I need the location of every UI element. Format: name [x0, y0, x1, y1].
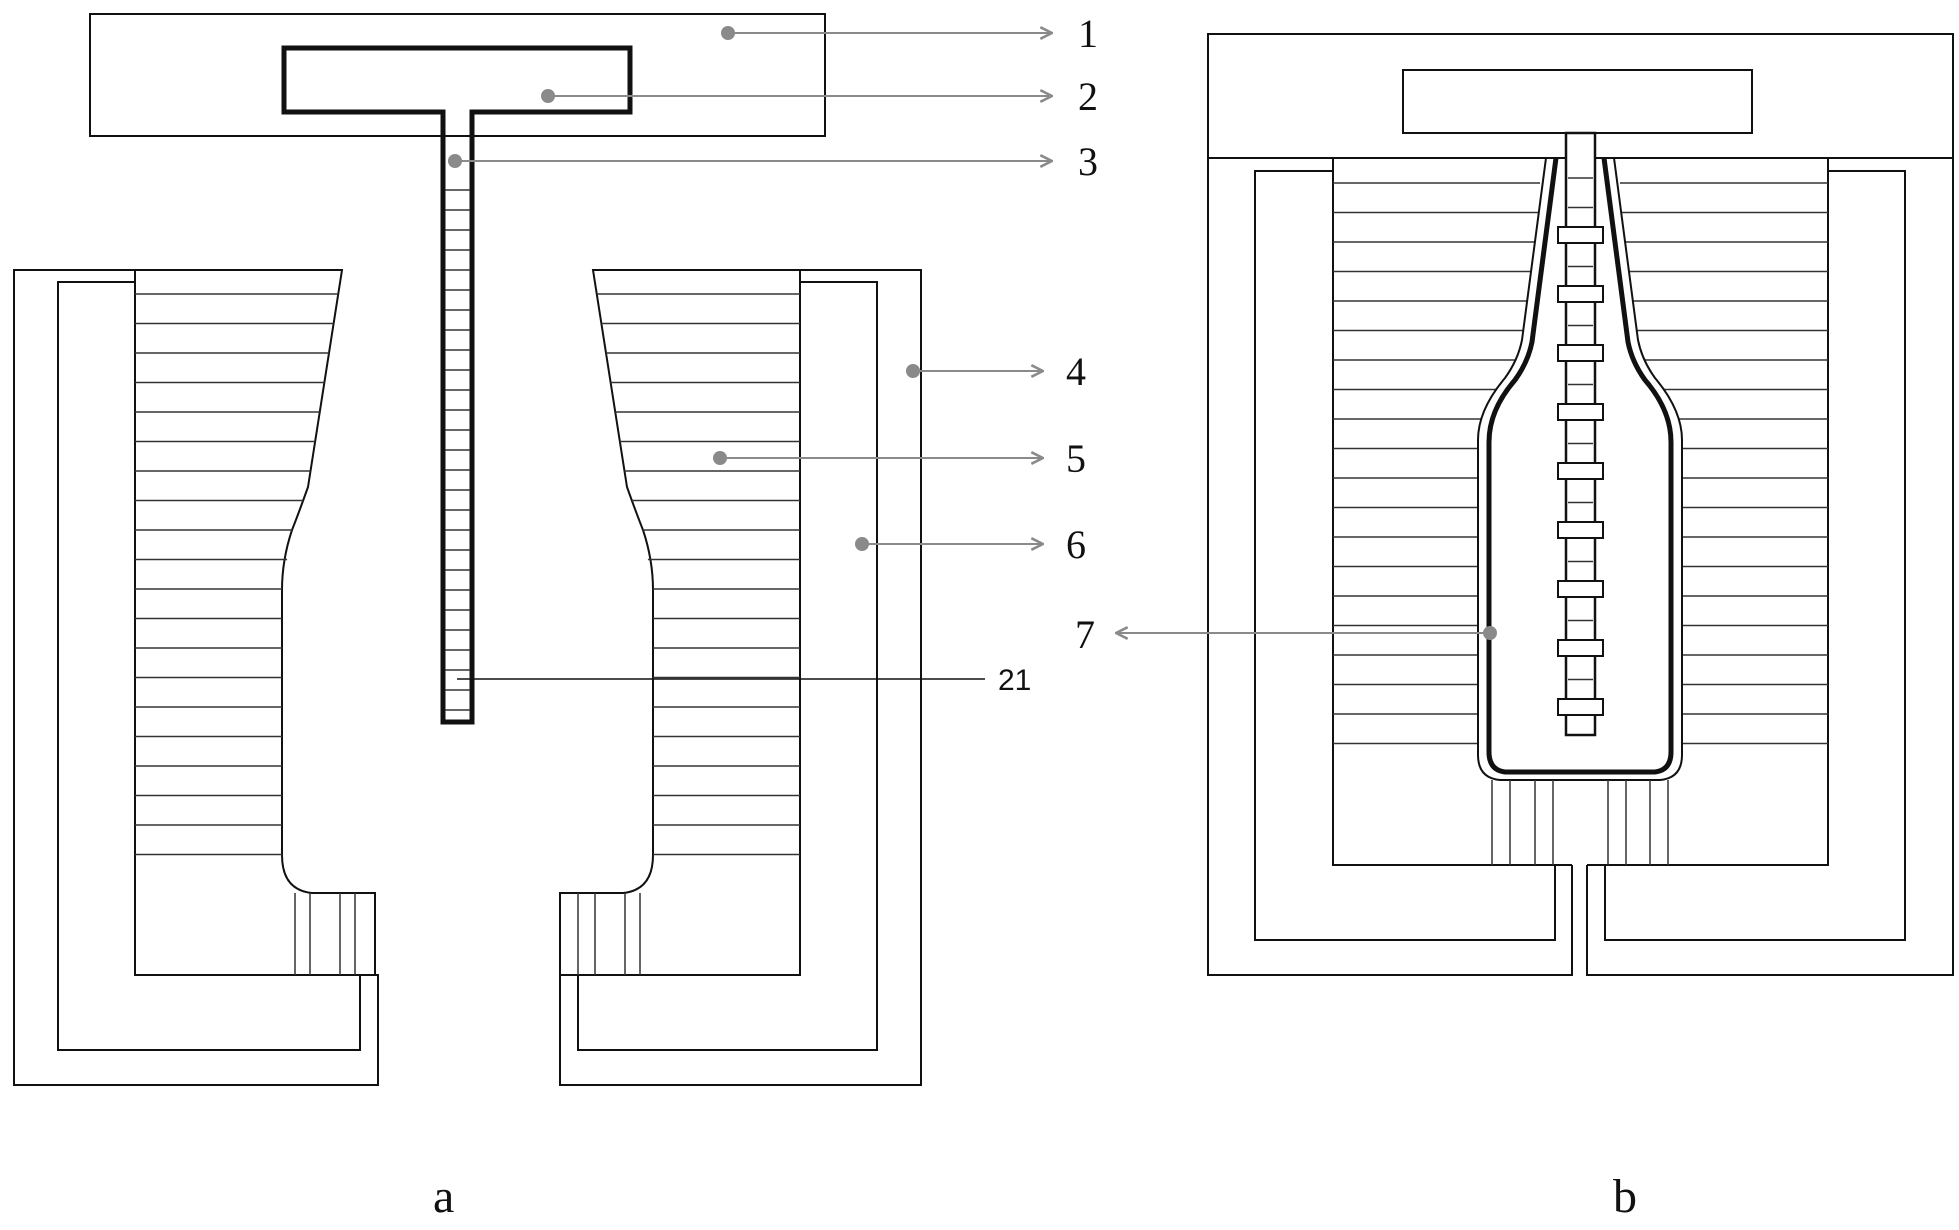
left-mold-half: [13, 269, 379, 1086]
left-inner-jacket-b: [1254, 170, 1556, 941]
right-inner-jacket-b: [1604, 170, 1906, 941]
callout-7: 7: [1075, 612, 1095, 657]
stem-segments: [445, 189, 470, 711]
left-vents: [294, 893, 356, 975]
labels-a: 1 2 3 4 5 6 21: [998, 11, 1098, 697]
left-cooling-fins: [135, 293, 339, 856]
right-inner-jacket: [577, 281, 878, 1051]
caption-b: b: [1613, 1170, 1637, 1223]
callout-2: 2: [1078, 74, 1098, 119]
panel-b: 7 b: [1075, 33, 1954, 1223]
stem-b-nub: [1557, 285, 1604, 303]
right-mold-half: [559, 269, 922, 1086]
caption-a: a: [433, 1170, 454, 1223]
stem-b-nub: [1557, 226, 1604, 244]
stem-b-nub: [1557, 521, 1604, 539]
callout-4: 4: [1066, 349, 1086, 394]
callout-3: 3: [1078, 139, 1098, 184]
right-cooling-fins: [596, 293, 800, 856]
panel-a: 1 2 3 4 5 6 21 a: [13, 11, 1098, 1223]
right-cavity-block: [559, 269, 801, 976]
leaders-a: [448, 26, 1052, 680]
callout-5: 5: [1066, 436, 1086, 481]
bottle-inner-wall: [1486, 157, 1674, 775]
stem-b-nub: [1557, 698, 1604, 716]
stem-b-nub: [1557, 639, 1604, 657]
callout-21: 21: [998, 664, 1031, 697]
t-mandrel: [281, 45, 633, 725]
callout-6: 6: [1066, 522, 1086, 567]
stem-b-nub: [1557, 403, 1604, 421]
callout-1: 1: [1078, 11, 1098, 56]
left-inner-jacket: [57, 281, 361, 1051]
stem-b-nub: [1557, 344, 1604, 362]
right-vents: [577, 893, 641, 975]
stem-b-nub: [1557, 462, 1604, 480]
left-cavity-block: [134, 269, 376, 976]
stem-b-nub: [1557, 580, 1604, 598]
left-outer-jacket-b: [1207, 158, 1573, 976]
stem-b-nubs: [1557, 177, 1604, 716]
bottom-vents-b: [1491, 780, 1669, 865]
top-plate: [89, 13, 826, 137]
right-outer-jacket-b: [1586, 158, 1954, 976]
